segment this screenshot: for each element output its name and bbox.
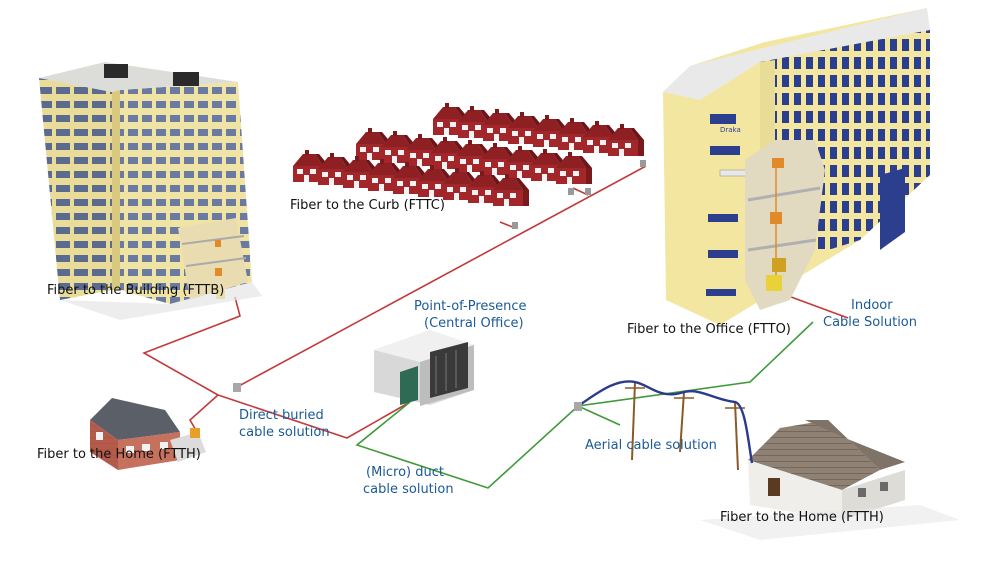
label-direct-line1: Direct buried <box>239 408 324 423</box>
brick-home-left <box>90 398 206 470</box>
label-micro-line1: (Micro) duct <box>366 465 444 480</box>
label-indoor-line2: Cable Solution <box>823 315 917 330</box>
label-direct-line2: cable solution <box>239 425 330 440</box>
aerial-cable <box>577 380 754 464</box>
office-building <box>663 8 930 325</box>
splice-boxes <box>233 383 582 411</box>
label-fttb: Fiber to the Building (FTTB) <box>47 283 225 298</box>
aerial-poles <box>625 381 745 471</box>
central-office-cabinet <box>374 330 474 406</box>
green-fiber-routes <box>355 321 814 489</box>
label-indoor-line1: Indoor <box>851 298 893 313</box>
label-pop-line2: (Central Office) <box>424 316 524 331</box>
office-sign: Draka <box>720 126 741 134</box>
label-micro-line2: cable solution <box>363 482 454 497</box>
label-pop-line1: Point-of-Presence <box>414 299 527 314</box>
label-ftth-left: Fiber to the Home (FTTH) <box>37 447 201 462</box>
terraced-houses <box>293 103 646 229</box>
apartment-tower <box>39 62 262 320</box>
label-ftth-right: Fiber to the Home (FTTH) <box>720 510 884 525</box>
cottage-home-right <box>700 420 960 540</box>
label-ftto: Fiber to the Office (FTTO) <box>627 322 791 337</box>
label-aerial: Aerial cable solution <box>585 438 717 453</box>
label-fttc: Fiber to the Curb (FTTC) <box>290 198 445 213</box>
